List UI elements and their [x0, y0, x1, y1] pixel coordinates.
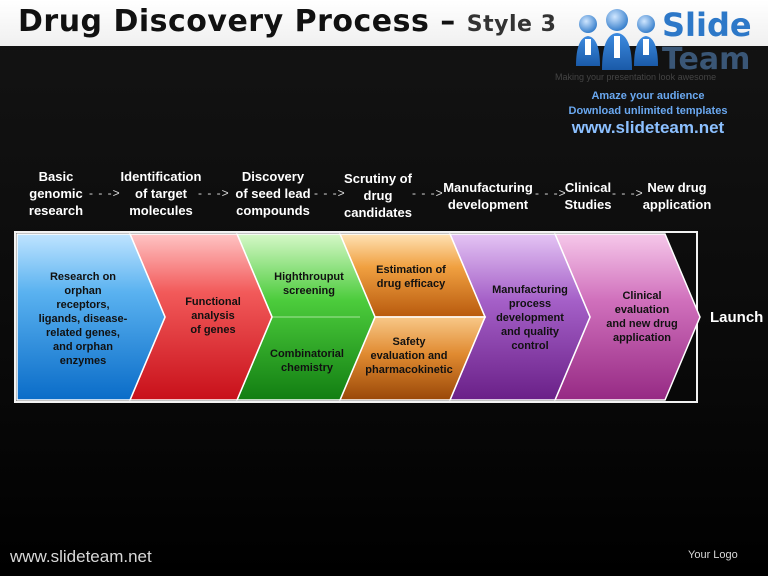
slide-title-dash: – — [440, 4, 456, 39]
step-arrow: - - -> — [412, 186, 444, 200]
step-manufacturing-development: Manufacturing development — [443, 180, 533, 212]
promo-line-2: Download unlimited templates — [568, 105, 728, 117]
chevron-text-safety: Safety evaluation and pharmacokinetic — [365, 336, 453, 376]
step-arrow: - - -> — [198, 186, 230, 200]
slide-title: Drug Discovery Process – Style 3 — [18, 4, 556, 39]
step-arrow: - - -> — [535, 186, 567, 200]
chevron-text-research: Research on orphan receptors, ligands, d… — [38, 271, 128, 367]
promo-url[interactable]: www.slideteam.net — [571, 118, 725, 137]
step-basic-genomic-research: Basic genomic research — [28, 169, 84, 218]
step-arrow: - - -> — [89, 186, 121, 200]
logo-text-slide: Slide — [662, 6, 752, 44]
chevron-text-combinatorial: Combinatorial chemistry — [270, 348, 344, 374]
chevron-text-screening: Highthrouput screening — [274, 271, 344, 297]
step-scrutiny-of-drug: Scrutiny of drug candidates — [344, 171, 412, 220]
chevron-text-clinical: Clinical evaluation and new drug applica… — [606, 290, 678, 344]
step-discovery-of-seed-lead: Discovery of seed lead compounds — [235, 169, 311, 218]
chevron-research-orphan — [16, 233, 166, 401]
slide-title-main: Drug Discovery Process — [18, 4, 430, 39]
step-arrow: - - -> — [314, 186, 346, 200]
logo-tagline: Making your presentation look awesome — [555, 72, 717, 82]
launch-label: Launch — [710, 309, 764, 326]
chevron-text-functional: Functional analysis of genes — [185, 296, 241, 336]
logo-text-team: Team — [662, 42, 751, 77]
step-new-drug-application: New drug application — [642, 180, 712, 212]
step-identification-of-target: Identification of target molecules — [120, 169, 202, 218]
promo-line-1: Amaze your audience — [591, 90, 705, 102]
chevron-text-estimation: Estimation of drug efficacy — [376, 264, 446, 290]
chevron-text-manufacturing: Manufacturing process development and qu… — [492, 284, 568, 352]
footer-url[interactable]: www.slideteam.net — [10, 547, 152, 566]
team-logo-icon — [576, 9, 658, 70]
footer-logo-text: Your Logo — [688, 549, 738, 561]
step-clinical-studies: Clinical Studies — [564, 180, 612, 212]
slide-title-style: Style 3 — [466, 12, 557, 37]
step-arrow: - - -> — [612, 186, 644, 200]
